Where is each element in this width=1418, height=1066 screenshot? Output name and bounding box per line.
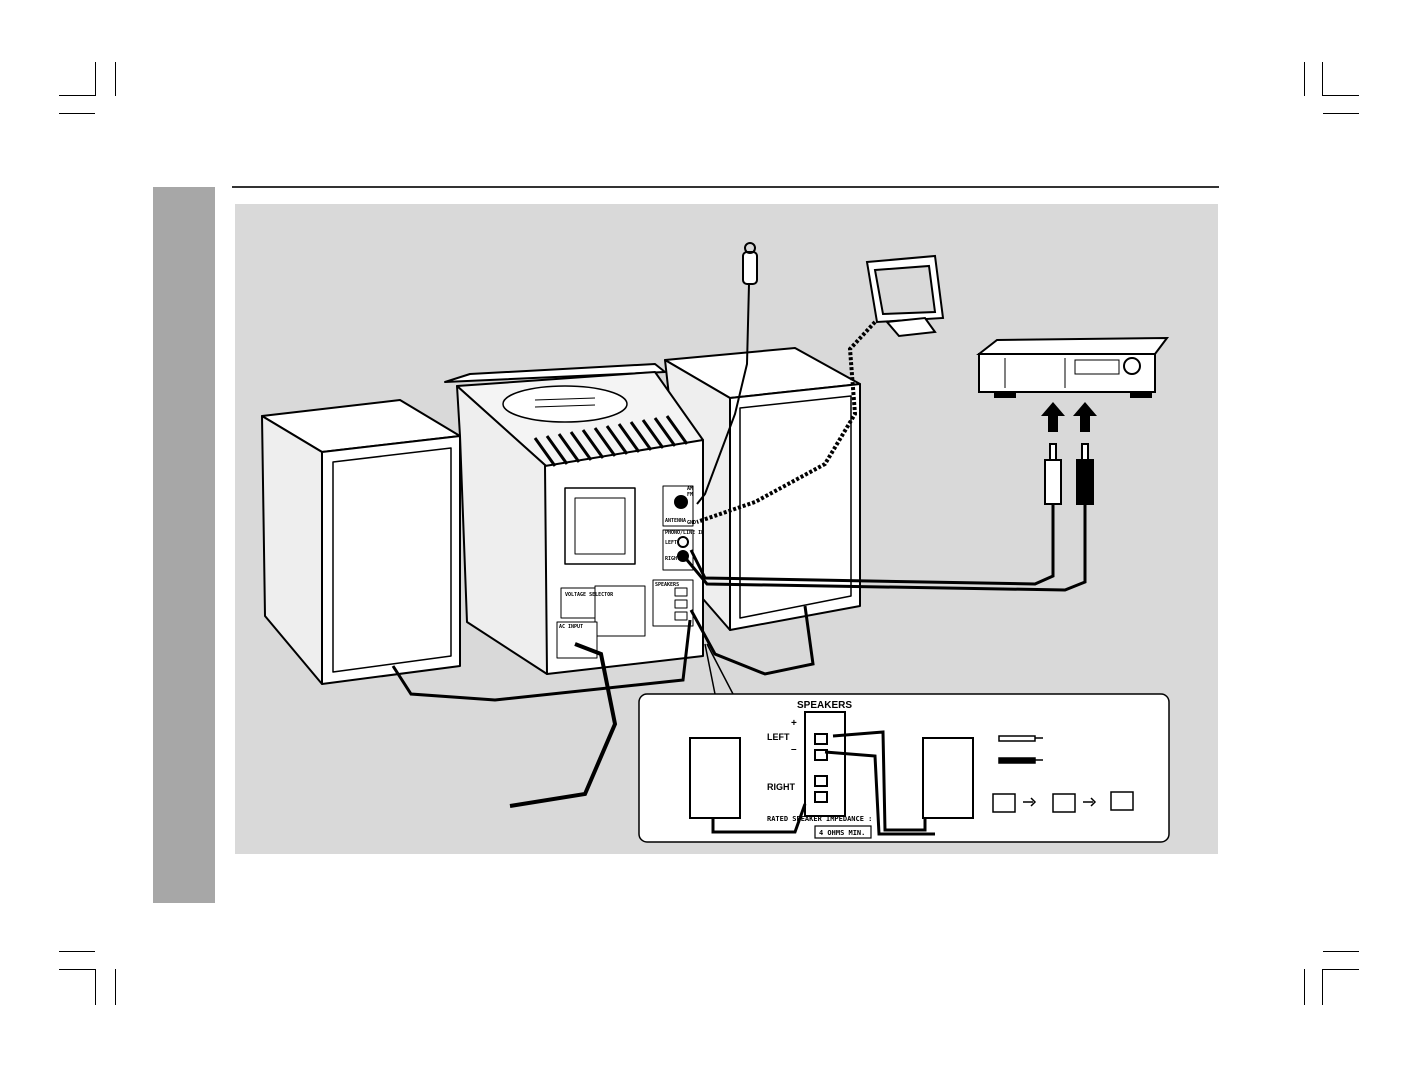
inset-left-label: LEFT bbox=[767, 732, 790, 742]
crop-mark-bottom-right-v2 bbox=[1322, 969, 1323, 1005]
side-tab bbox=[153, 187, 215, 903]
rca-plugs bbox=[685, 443, 1094, 592]
header-rule bbox=[232, 186, 1219, 188]
speaker-cables bbox=[391, 605, 815, 702]
crop-mark-top-left-h1 bbox=[59, 95, 95, 96]
crop-mark-bottom-right-v1 bbox=[1304, 969, 1305, 1005]
crop-mark-bottom-left-h2 bbox=[59, 969, 95, 970]
crop-mark-bottom-right-h2 bbox=[1323, 969, 1359, 970]
am-label: AM bbox=[687, 486, 693, 492]
inset-plus: + bbox=[791, 718, 797, 729]
ac-power-cord bbox=[509, 642, 618, 808]
crop-mark-top-left-v1 bbox=[95, 62, 96, 96]
voltage-selector-label: VOLTAGE SELECTOR bbox=[565, 592, 614, 598]
crop-mark-top-left-h2 bbox=[59, 113, 95, 114]
connection-diagram-panel: ANTENNA AM FM GND PHONO/LINE IN LEFT RIG… bbox=[235, 204, 1218, 854]
main-unit bbox=[444, 363, 704, 675]
unit-left-label: LEFT bbox=[665, 540, 677, 546]
external-equipment bbox=[976, 336, 1170, 398]
inset-right-label: RIGHT bbox=[767, 782, 796, 792]
crop-mark-top-right-h1 bbox=[1323, 95, 1359, 96]
inset-minus: – bbox=[791, 744, 797, 755]
crop-mark-top-right-v1 bbox=[1304, 62, 1305, 96]
crop-mark-bottom-left-h1 bbox=[59, 951, 95, 952]
connection-diagram: ANTENNA AM FM GND PHONO/LINE IN LEFT RIG… bbox=[261, 242, 1170, 843]
crop-mark-top-left-v2 bbox=[115, 62, 116, 96]
speaker-connection-inset: SPEAKERS LEFT RIGHT + – RATED SPEAKER IM… bbox=[638, 693, 1170, 843]
crop-mark-top-right-v2 bbox=[1322, 62, 1323, 96]
ac-input-label: AC INPUT bbox=[559, 624, 583, 630]
insert-arrows bbox=[1041, 402, 1097, 432]
crop-mark-top-right-h2 bbox=[1323, 113, 1359, 114]
phono-line-label: PHONO/LINE IN bbox=[665, 530, 704, 536]
unit-speakers-label: SPEAKERS bbox=[655, 582, 679, 588]
inset-speakers-title: SPEAKERS bbox=[797, 700, 852, 711]
gnd-label: GND bbox=[687, 520, 696, 526]
am-loop-antenna bbox=[696, 254, 945, 524]
crop-mark-bottom-right-h1 bbox=[1323, 951, 1359, 952]
fm-label: FM bbox=[687, 492, 693, 498]
crop-mark-bottom-left-v1 bbox=[95, 969, 96, 1005]
fm-wire-antenna bbox=[696, 242, 758, 505]
left-speaker bbox=[261, 399, 461, 685]
inset-impedance-value: 4 OHMS MIN. bbox=[819, 829, 865, 837]
inset-impedance-label: RATED SPEAKER IMPEDANCE : bbox=[767, 815, 872, 823]
crop-mark-bottom-left-v2 bbox=[115, 969, 116, 1005]
unit-right-label: RIGHT bbox=[665, 556, 680, 562]
antenna-label: ANTENNA bbox=[665, 518, 686, 524]
